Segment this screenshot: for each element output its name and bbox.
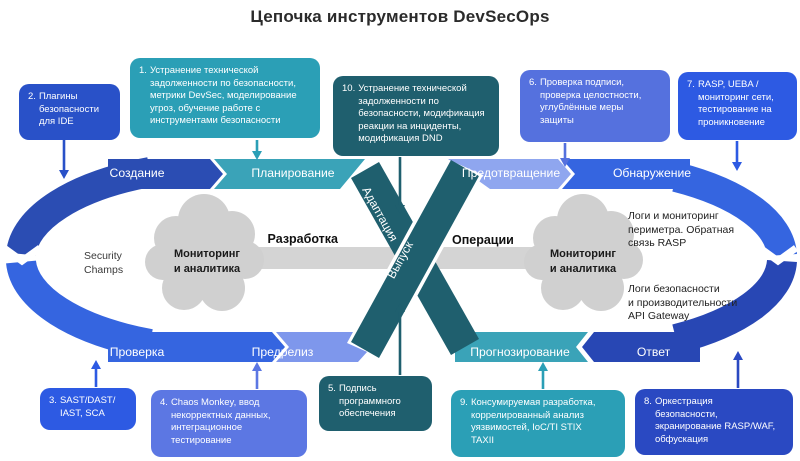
segment-label-detect: Обнаружение xyxy=(612,166,692,180)
monitoring-cloud-right xyxy=(524,194,643,311)
segment-label-plan: Планирование xyxy=(251,166,335,180)
arrow-callout-6 xyxy=(560,143,570,167)
band-prevent xyxy=(448,159,571,189)
monitoring-cloud-left xyxy=(145,194,264,311)
band-release xyxy=(351,160,479,358)
callout-4-number: 4. xyxy=(160,397,168,408)
monitoring-label-right: Мониторинг и аналитика xyxy=(549,248,617,275)
callout-2: 2. Плагины безопасности для IDE xyxy=(19,84,120,140)
callout-8: 8. Оркестрация безопасности, экранирован… xyxy=(635,389,793,455)
right-loop-top-arc xyxy=(672,162,797,257)
callout-7: 7. RASP, UEBA / мониторинг сети, тестиро… xyxy=(678,72,797,140)
logs-perimeter-text: Логи и мониторинг периметра. Обратная св… xyxy=(628,210,735,249)
ops-side-label: Операции xyxy=(452,233,514,247)
callout-4-text: Chaos Monkey, ввод некорректных данных, … xyxy=(170,397,271,446)
arrow-callout-5 xyxy=(395,303,405,375)
segment-label-respond: Ответ xyxy=(636,345,671,359)
callout-1-text: Устранение технической задолженности по … xyxy=(149,65,297,127)
band-verify xyxy=(108,332,285,362)
band-respond xyxy=(582,332,700,362)
logs-security-text: Логи безопасности и производительности A… xyxy=(628,283,738,322)
band-detect xyxy=(562,159,690,189)
arrow-callout-9 xyxy=(538,362,548,389)
arrow-callout-10 xyxy=(395,157,405,214)
flow-chevron-right xyxy=(757,245,799,266)
callout-7-number: 7. xyxy=(687,79,695,90)
callout-6-text: Проверка подписи, проверка целостности, … xyxy=(539,77,642,126)
arrow-callout-7 xyxy=(732,141,742,171)
arrow-callout-3 xyxy=(91,360,101,387)
callout-4: 4. Chaos Monkey, ввод некорректных данны… xyxy=(151,390,307,457)
band-predict xyxy=(455,332,588,362)
callout-7-text: RASP, UEBA / мониторинг сети, тестирован… xyxy=(697,79,774,128)
callout-1-number: 1. xyxy=(139,65,147,76)
callout-2-number: 2. xyxy=(28,91,36,102)
segment-label-prevent: Предотвращение xyxy=(461,166,561,180)
arrow-callout-8 xyxy=(733,351,743,388)
segment-label-prerelease: Предрелиз xyxy=(251,345,314,359)
callout-10-text: Устранение технической задолженности по … xyxy=(358,83,485,145)
callout-5-number: 5. xyxy=(328,383,336,394)
monitoring-label-left: Мониторинг и аналитика xyxy=(173,248,241,275)
callout-9-number: 9. xyxy=(460,397,468,408)
callout-6-number: 6. xyxy=(529,77,537,88)
security-champs-label: Security Champs xyxy=(84,250,124,276)
callout-8-number: 8. xyxy=(644,396,652,407)
callout-3-number: 3. xyxy=(49,395,57,406)
callout-10: 10. Устранение технической задолженности… xyxy=(333,76,499,156)
callout-2-text: Плагины безопасности для IDE xyxy=(38,91,99,128)
band-create xyxy=(108,159,223,189)
callout-3: 3. SAST/DAST/ IAST, SCA xyxy=(40,388,136,430)
callout-9-text: Консумируемая разработка, коррелированны… xyxy=(470,397,596,446)
callout-3-text: SAST/DAST/ IAST, SCA xyxy=(59,395,116,419)
arrow-callout-2 xyxy=(59,140,69,179)
callout-5-text: Подпись программного обеспечения xyxy=(338,383,401,420)
arrow-callout-1 xyxy=(252,140,262,160)
page-title: Цепочка инструментов DevSecOps xyxy=(250,7,550,26)
flow-chevron-left xyxy=(1,245,43,266)
callout-10-number: 10. xyxy=(342,83,356,94)
callout-9: 9. Консумируемая разработка, коррелирова… xyxy=(451,390,625,457)
callout-6: 6. Проверка подписи, проверка целостност… xyxy=(520,70,670,142)
segment-label-predict: Прогнозирование xyxy=(470,345,570,359)
arrow-callout-4 xyxy=(252,362,262,389)
callout-1: 1. Устранение технической задолженности … xyxy=(130,58,320,138)
callout-8-text: Оркестрация безопасности, экранирование … xyxy=(654,396,776,445)
callout-5: 5. Подпись программного обеспечения xyxy=(319,376,432,431)
segment-label-create: Создание xyxy=(109,166,165,180)
band-plan xyxy=(214,159,365,189)
segment-label-verify: Проверка xyxy=(109,345,165,359)
dev-side-label: Разработка xyxy=(267,232,338,246)
